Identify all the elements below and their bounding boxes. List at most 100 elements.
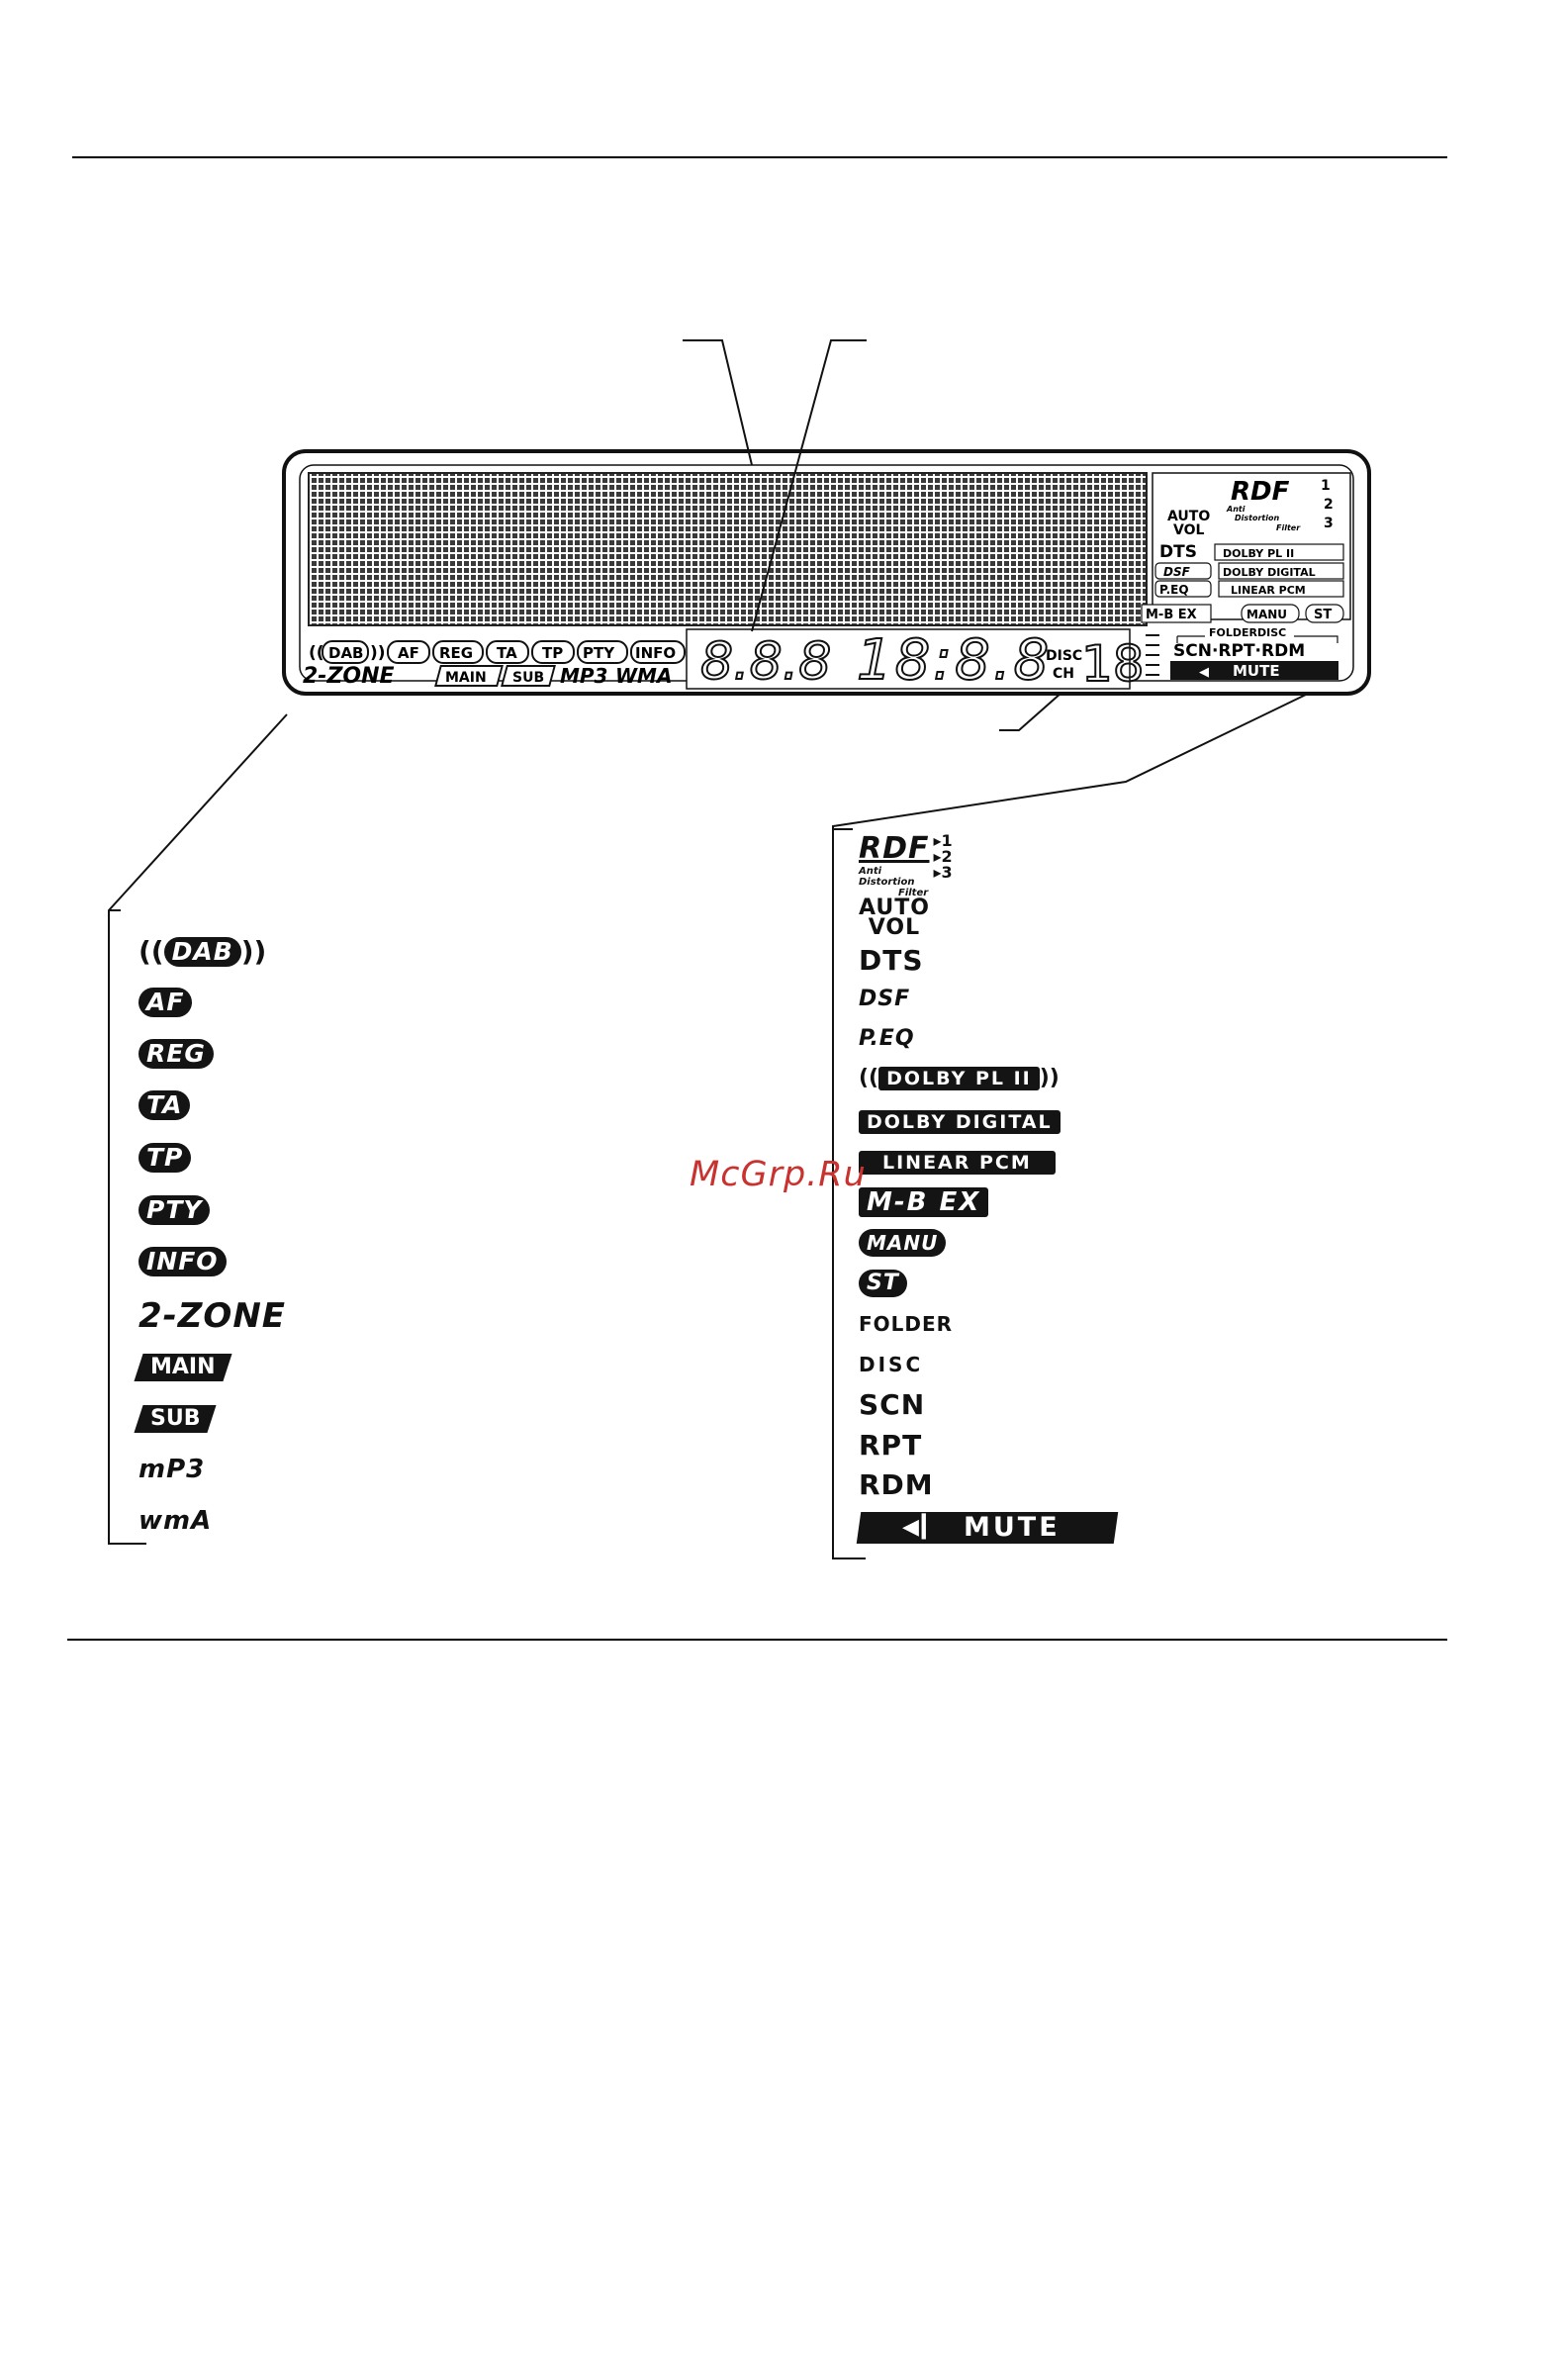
lcd-linear-pcm: LINEAR PCM — [1231, 584, 1306, 597]
sub-indicator: SUB — [134, 1405, 218, 1433]
watermark: McGrp.Ru — [690, 1155, 867, 1194]
rdm-indicator: RDM — [859, 1468, 934, 1501]
dab-wave-left-icon: (( — [138, 935, 164, 968]
ch-label: CH — [1053, 666, 1074, 682]
seg-right-digits: 18:8.8 — [857, 628, 1052, 693]
arrow-icon: ▸ — [933, 831, 942, 850]
leader-disc — [999, 692, 1062, 731]
lcd-info-text: INFO — [635, 644, 676, 662]
lcd-auto: AUTO — [1167, 509, 1210, 524]
dolby-wave-left-icon: (( — [859, 1066, 879, 1090]
arrow-icon: ▸ — [933, 863, 942, 882]
mp3-indicator: mP3 — [138, 1455, 205, 1484]
lcd-rds-sub-1: Anti — [1226, 505, 1245, 514]
arrow-icon: ▸ — [933, 847, 942, 866]
main-badge: MAIN — [134, 1354, 232, 1381]
dts-indicator: DTS — [859, 944, 924, 977]
folder-label: FOLDER — [859, 1312, 954, 1336]
rds-anti: Anti — [859, 866, 882, 877]
lcd-pty-text: PTY — [583, 644, 615, 662]
mp3-label: mP3 — [138, 1455, 206, 1484]
lcd-rds-num-2: 2 — [1324, 497, 1334, 513]
dsf-indicator: DSF — [859, 987, 910, 1011]
pty-indicator: PTY — [138, 1195, 211, 1225]
wma-label: wmA — [138, 1506, 213, 1536]
wma-indicator: wmA — [138, 1506, 212, 1536]
lcd-vol: VOL — [1173, 522, 1204, 538]
dolby-pl-label: DOLBY PL II — [878, 1066, 1040, 1090]
rds-num-3: 3 — [941, 863, 953, 882]
scn-label: SCN — [859, 1388, 926, 1421]
mbex-label: M-B EX — [859, 1187, 989, 1217]
reg-indicator: REG — [138, 1039, 214, 1069]
lcd-zone-text: 2-ZONE — [303, 664, 395, 689]
lcd-tag-row: (( DAB )) AF REG TA TP PTY INFO 2-ZONE M… — [303, 640, 686, 689]
speaker-icon: ◀▎ — [902, 1515, 942, 1540]
lcd-dts: DTS — [1159, 542, 1197, 562]
st-label: ST — [859, 1270, 907, 1297]
lcd-mp3-text: MP3 — [560, 664, 607, 688]
disc-label: DISC — [1046, 648, 1082, 664]
manu-label: MANU — [859, 1229, 947, 1257]
disc-indicator: DISC — [859, 1353, 923, 1376]
rds-logo: RDF — [859, 831, 930, 866]
lcd-scn-rpt-rdm: SCN·RPT·RDM — [1173, 641, 1305, 661]
lcd-main-text: MAIN — [445, 670, 487, 686]
bottom-rule — [67, 1639, 1447, 1641]
ta-label: TA — [138, 1090, 191, 1120]
sub-label: SUB — [150, 1406, 201, 1431]
reg-label: REG — [138, 1039, 214, 1069]
af-indicator: AF — [138, 988, 193, 1017]
dab-wave-right-icon: )) — [240, 935, 267, 968]
peq-label: P.EQ — [859, 1026, 915, 1051]
rds-distortion: Distortion — [859, 877, 915, 888]
lcd-dab-text: DAB — [328, 644, 364, 662]
zone-label: 2-ZONE — [138, 1296, 287, 1336]
st-indicator: ST — [859, 1270, 907, 1297]
info-indicator: INFO — [138, 1247, 227, 1276]
dolby-digital-label: DOLBY DIGITAL — [859, 1110, 1061, 1134]
mute-indicator: ◀▎ MUTE — [856, 1512, 1119, 1544]
disc-number: 18 — [1081, 635, 1145, 693]
leader-segment — [751, 339, 867, 632]
dolby-pl-indicator: (( DOLBY PL II )) — [859, 1066, 1060, 1090]
lcd-dsf: DSF — [1163, 565, 1191, 579]
zone-indicator: 2-ZONE — [138, 1296, 286, 1336]
lcd-mute: MUTE — [1233, 662, 1280, 680]
disc-label: DISC — [859, 1353, 924, 1376]
rpt-indicator: RPT — [859, 1429, 922, 1462]
mute-bar: ◀▎ MUTE — [856, 1512, 1119, 1544]
dab-label: DAB — [163, 936, 241, 967]
dsf-label: DSF — [859, 987, 911, 1011]
rpt-label: RPT — [859, 1429, 923, 1462]
lcd-rds-sub-2: Distortion — [1235, 514, 1279, 522]
auto-vol-indicator: AUTO VOL — [859, 897, 930, 939]
lcd-reg-text: REG — [439, 644, 473, 662]
lcd-manu: MANU — [1246, 608, 1287, 621]
lcd-speaker-icon: ◀ — [1199, 665, 1209, 680]
lcd-diagram: (( DAB )) AF REG TA TP PTY INFO 2-ZONE M… — [108, 339, 1371, 1559]
lcd-st: ST — [1314, 608, 1332, 622]
lcd-right-panel: RDF 1 2 3 Anti Distortion Filter AUTO VO… — [1141, 472, 1351, 680]
rdm-label: RDM — [859, 1468, 934, 1501]
lcd-tp-text: TP — [542, 644, 563, 662]
lcd-peq: P.EQ — [1159, 583, 1189, 597]
lcd-dab-tag: (( — [309, 643, 324, 663]
level-bars — [1146, 634, 1159, 676]
seg-left-digits: 8.8.8 — [700, 632, 831, 692]
top-rule — [72, 156, 1447, 158]
ta-indicator: TA — [138, 1090, 191, 1120]
dab-indicator: (( DAB )) — [138, 935, 266, 968]
lcd-rds-num-3: 3 — [1324, 516, 1334, 531]
dolby-digital-indicator: DOLBY DIGITAL — [859, 1110, 1061, 1134]
lcd-rds-num-1: 1 — [1321, 478, 1331, 494]
manu-indicator: MANU — [859, 1229, 947, 1257]
sub-badge: SUB — [134, 1405, 218, 1433]
af-label: AF — [138, 988, 193, 1017]
lcd-ta-text: TA — [497, 644, 517, 662]
main-indicator: MAIN — [134, 1354, 232, 1381]
rds-filter: Filter — [898, 888, 929, 898]
peq-indicator: P.EQ — [859, 1026, 915, 1051]
leader-dotmatrix — [683, 339, 753, 466]
mbex-indicator: M-B EX — [859, 1187, 989, 1217]
